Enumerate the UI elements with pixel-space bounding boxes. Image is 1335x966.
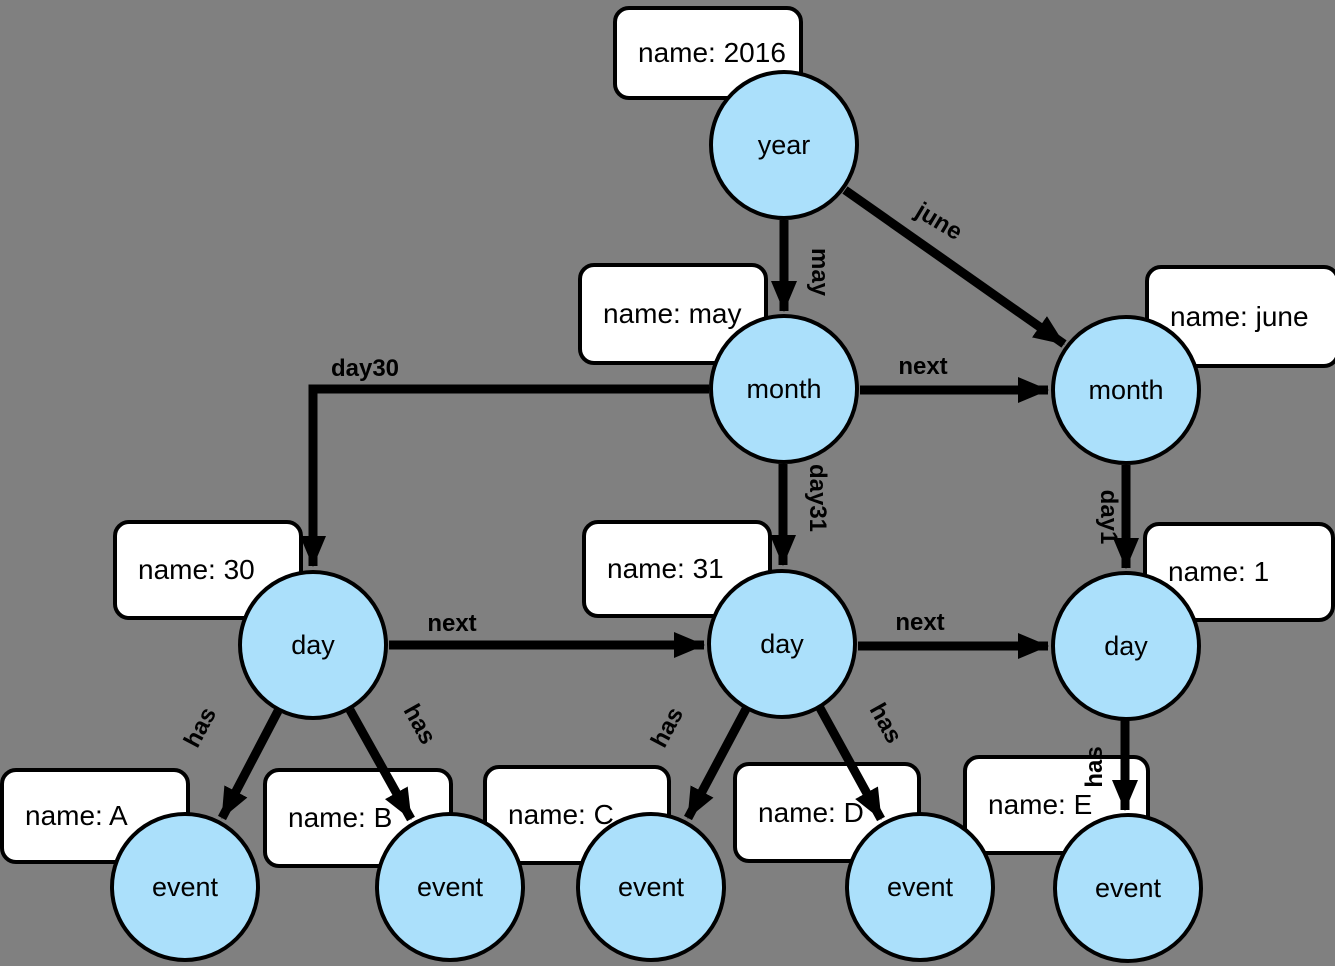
property-box-year: name: 2016 (613, 6, 803, 100)
node-label-event-d: event (886, 871, 954, 902)
edge-label-has-a: has (179, 703, 222, 752)
node-label-event-a: event (151, 871, 219, 902)
node-day-31: day (707, 569, 857, 719)
edge-label-next-1: next (898, 353, 947, 380)
edge-day31-has-d (816, 705, 885, 822)
node-month-may: month (709, 314, 859, 464)
edge-day30-has-a (218, 708, 282, 821)
edge-label-day31: day31 (804, 464, 831, 532)
edge-label-day1: day1 (1095, 490, 1122, 545)
node-event-c: event (576, 812, 726, 962)
node-event-d: event (845, 812, 995, 962)
edge-label-next-2: next (427, 610, 476, 637)
edge-day30-has-b (346, 707, 415, 822)
node-month-june: month (1051, 315, 1201, 465)
node-day-1: day (1051, 571, 1201, 721)
edge-label-has-e: has (1081, 746, 1108, 787)
edge-label-may: may (806, 248, 833, 297)
node-label-event-b: event (416, 871, 484, 902)
edge-may-day30 (300, 384, 709, 567)
node-event-a: event (110, 812, 260, 962)
edge-label-next-3: next (895, 609, 944, 636)
node-event-e: event (1053, 813, 1203, 963)
edge-label-has-c: has (646, 703, 689, 752)
node-label-month-may: month (746, 373, 822, 404)
edge-label-day30: day30 (331, 355, 399, 382)
node-event-b: event (375, 812, 525, 962)
edge-label-has-d: has (864, 699, 908, 748)
node-label-day-30: day (291, 629, 335, 660)
edge-label-has-b: has (398, 700, 442, 749)
node-day-30: day (238, 570, 388, 720)
edge-year-june (842, 186, 1067, 348)
property-box-day-31: name: 31 (582, 520, 772, 618)
node-label-day-1: day (1104, 630, 1148, 661)
node-label-month-june: month (1088, 374, 1164, 405)
node-label-event-c: event (617, 871, 685, 902)
node-label-year: year (757, 129, 811, 160)
node-year: year (709, 70, 859, 220)
edge-day31-has-c (684, 706, 750, 821)
node-label-event-e: event (1094, 872, 1162, 903)
node-label-day-31: day (760, 628, 804, 659)
